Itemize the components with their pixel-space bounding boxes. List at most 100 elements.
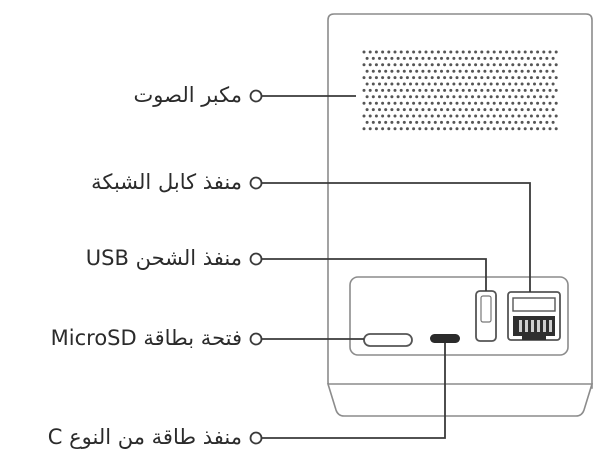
speaker-grille-dot bbox=[464, 69, 468, 73]
speaker-grille-dot bbox=[545, 120, 549, 124]
speaker-grille-dot bbox=[374, 101, 378, 105]
speaker-grille-dot bbox=[471, 108, 474, 112]
speaker-grille-dot bbox=[511, 101, 515, 105]
speaker-grille-dot bbox=[471, 120, 474, 124]
speaker-grille-dot bbox=[421, 69, 425, 73]
speaker-grille-dot bbox=[393, 88, 397, 92]
speaker-grille-dot bbox=[471, 95, 474, 99]
speaker-grille-dot bbox=[402, 56, 406, 60]
speaker-grille-dot bbox=[526, 56, 530, 60]
speaker-grille-dot bbox=[443, 101, 447, 105]
speaker-grille-dot bbox=[443, 63, 447, 67]
speaker-grille-dot bbox=[536, 127, 540, 131]
speaker-grille-dot bbox=[539, 56, 543, 60]
speaker-grille-dot bbox=[536, 114, 540, 118]
speaker-grille-dot bbox=[374, 76, 378, 80]
speaker-grille-dot bbox=[492, 101, 496, 105]
speaker-grille-dot bbox=[498, 63, 502, 67]
speaker-grille-dot bbox=[489, 95, 493, 99]
speaker-grille-dot bbox=[554, 63, 558, 67]
speaker-grille-dot bbox=[449, 63, 453, 67]
speaker-grille-dot bbox=[365, 108, 369, 112]
speaker-grille-dot bbox=[402, 120, 406, 124]
speaker-grille-dot bbox=[368, 50, 372, 54]
speaker-grille-dot bbox=[477, 95, 481, 99]
speaker-grille-dot bbox=[480, 88, 484, 92]
speaker-grille-dot bbox=[548, 114, 552, 118]
speaker-grille-dot bbox=[498, 76, 502, 80]
speaker-grille-dot bbox=[402, 108, 406, 112]
speaker-grille-dot bbox=[399, 50, 403, 54]
speaker-grille-dot bbox=[436, 127, 440, 131]
speaker-grille-dot bbox=[365, 120, 369, 124]
speaker-grille-dot bbox=[427, 108, 431, 112]
speaker-grille-dot bbox=[529, 50, 533, 54]
speaker-grille-dot bbox=[396, 82, 400, 86]
speaker-grille-dot bbox=[371, 69, 375, 73]
speaker-grille-dot bbox=[523, 101, 527, 105]
speaker-grille-dot bbox=[415, 82, 419, 86]
speaker-grille-dot bbox=[529, 88, 533, 92]
speaker-grille-dot bbox=[449, 127, 453, 131]
speaker-grille-dot bbox=[486, 114, 490, 118]
speaker-grille-dot bbox=[480, 114, 484, 118]
speaker-grille-dot bbox=[436, 50, 440, 54]
speaker-grille-dot bbox=[455, 101, 459, 105]
speaker-grille-dot bbox=[378, 120, 381, 124]
speaker-grille-dot bbox=[409, 95, 412, 99]
speaker-grille-dot bbox=[371, 82, 375, 86]
speaker-grille-dot bbox=[551, 120, 555, 124]
speaker-grille-dot bbox=[471, 69, 474, 73]
speaker-grille-dot bbox=[390, 82, 394, 86]
speaker-grille-dot bbox=[467, 88, 471, 92]
speaker-grille-dot bbox=[498, 50, 502, 54]
speaker-grille-dot bbox=[387, 88, 391, 92]
speaker-grille-dot bbox=[362, 101, 366, 105]
speaker-grille-dot bbox=[533, 95, 536, 99]
speaker-grille-dot bbox=[489, 69, 493, 73]
speaker-grille-dot bbox=[554, 114, 558, 118]
speaker-grille-dot bbox=[517, 101, 521, 105]
speaker-grille-dot bbox=[483, 56, 487, 60]
speaker-grille-dot bbox=[523, 88, 527, 92]
speaker-grille-dot bbox=[393, 76, 397, 80]
speaker-grille-dot bbox=[536, 76, 540, 80]
speaker-grille-dot bbox=[368, 63, 372, 67]
speaker-grille-dot bbox=[378, 56, 381, 60]
speaker-grille-dot bbox=[412, 76, 416, 80]
speaker-grille-dot bbox=[393, 63, 397, 67]
speaker-grille-dot bbox=[405, 76, 409, 80]
speaker-grille-dot bbox=[362, 50, 366, 54]
speaker-grille-dot bbox=[545, 108, 549, 112]
speaker-grille-dot bbox=[433, 95, 437, 99]
speaker-grille-dot bbox=[427, 56, 431, 60]
speaker-grille-dot bbox=[424, 127, 428, 131]
speaker-grille-dot bbox=[458, 95, 462, 99]
speaker-grille-dot bbox=[514, 56, 518, 60]
speaker-grille-dot bbox=[467, 50, 471, 54]
speaker-grille-dot bbox=[374, 88, 378, 92]
speaker-grille-dot bbox=[421, 108, 425, 112]
speaker-grille-dot bbox=[436, 76, 440, 80]
speaker-grille-dot bbox=[483, 120, 487, 124]
speaker-grille-dot bbox=[381, 127, 385, 131]
speaker-grille-dot bbox=[449, 101, 453, 105]
label-speaker: مكبر الصوت bbox=[133, 83, 242, 107]
speaker-grille-dot bbox=[399, 63, 403, 67]
speaker-grille-dot bbox=[362, 88, 366, 92]
speaker-grille-dot bbox=[427, 95, 431, 99]
speaker-grille-dot bbox=[440, 120, 443, 124]
speaker-grille-dot bbox=[498, 114, 502, 118]
speaker-grille-dot bbox=[433, 120, 437, 124]
speaker-grille-dot bbox=[502, 82, 505, 86]
speaker-grille-dot bbox=[390, 95, 394, 99]
speaker-grille-dot bbox=[502, 69, 505, 73]
speaker-grille-dot bbox=[409, 56, 412, 60]
speaker-grille-dot bbox=[443, 127, 447, 131]
speaker-grille-dot bbox=[536, 88, 540, 92]
speaker-grille-dot bbox=[480, 76, 484, 80]
ethernet-port bbox=[507, 291, 561, 341]
speaker-grille-dot bbox=[415, 120, 419, 124]
speaker-grille-dot bbox=[455, 88, 459, 92]
speaker-grille-dot bbox=[452, 95, 456, 99]
